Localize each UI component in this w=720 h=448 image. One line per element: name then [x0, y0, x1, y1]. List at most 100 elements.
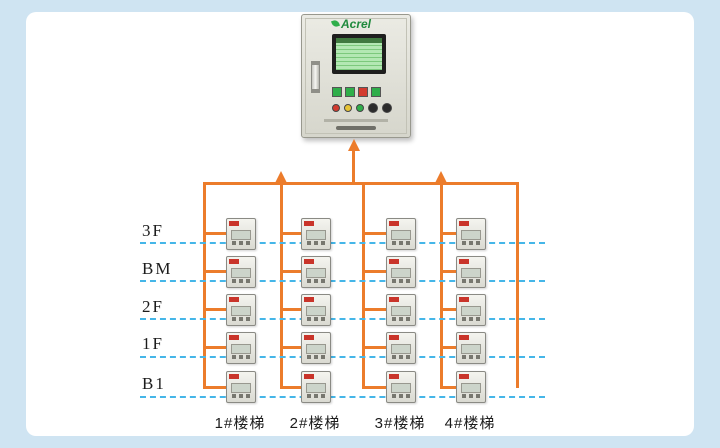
- power-monitor-device: [226, 256, 256, 288]
- device-buttons: [307, 279, 325, 283]
- stair-label-3: 3#楼梯: [374, 415, 426, 432]
- power-monitor-device: [386, 218, 416, 250]
- stub-wire: [440, 232, 456, 235]
- device-buttons: [392, 355, 410, 359]
- power-monitor-device: [386, 294, 416, 326]
- device-display: [231, 344, 251, 354]
- control-knob: [382, 103, 392, 113]
- floor-label-b1: B1: [142, 374, 166, 393]
- device-display: [461, 306, 481, 316]
- device-buttons: [307, 394, 325, 398]
- device-logo: [304, 335, 314, 340]
- terminal-block-row: [332, 87, 381, 97]
- power-monitor-device: [226, 371, 256, 403]
- riser-line-4: [440, 182, 443, 388]
- device-buttons: [232, 317, 250, 321]
- floor-label-2f: 2F: [142, 297, 164, 316]
- power-monitor-device: [301, 256, 331, 288]
- control-knob: [368, 103, 378, 113]
- device-buttons: [392, 317, 410, 321]
- stair-label-4: 4#楼梯: [444, 415, 496, 432]
- bus-up-arrow: [435, 171, 447, 183]
- power-monitor-device: [386, 256, 416, 288]
- stub-wire: [362, 386, 386, 389]
- indicator-red: [332, 104, 340, 112]
- device-buttons: [232, 394, 250, 398]
- indicator-row: [332, 103, 392, 113]
- stub-wire: [280, 232, 301, 235]
- device-display: [461, 268, 481, 278]
- device-display: [461, 230, 481, 240]
- stub-wire: [362, 308, 386, 311]
- device-buttons: [307, 317, 325, 321]
- floor-label-3f: 3F: [142, 221, 164, 240]
- terminal-green: [371, 87, 381, 97]
- device-buttons: [392, 394, 410, 398]
- device-display: [306, 383, 326, 393]
- floor-line: [140, 242, 545, 244]
- stub-wire: [280, 346, 301, 349]
- device-logo: [389, 374, 399, 379]
- power-monitor-device: [386, 371, 416, 403]
- device-display: [391, 344, 411, 354]
- device-logo: [304, 221, 314, 226]
- bus-up-arrow: [275, 171, 287, 183]
- indicator-yellow: [344, 104, 352, 112]
- lcd-display: [336, 38, 382, 70]
- device-display: [306, 230, 326, 240]
- device-buttons: [462, 355, 480, 359]
- stair-label-1: 1#楼梯: [214, 415, 266, 432]
- device-buttons: [462, 317, 480, 321]
- up-arrow-to-cabinet: [348, 139, 360, 151]
- stair-label-2: 2#楼梯: [289, 415, 341, 432]
- floor-line: [140, 318, 545, 320]
- printer-slot: [336, 126, 376, 130]
- device-display: [461, 344, 481, 354]
- stub-wire: [280, 308, 301, 311]
- power-monitor-device: [386, 332, 416, 364]
- cabinet-door-frame: [305, 18, 407, 134]
- device-logo: [389, 297, 399, 302]
- monitor-cabinet: Acrel: [301, 14, 411, 138]
- device-logo: [389, 335, 399, 340]
- device-logo: [304, 259, 314, 264]
- bus-line: [203, 182, 519, 185]
- riser-line-2: [280, 182, 283, 388]
- stub-wire: [440, 346, 456, 349]
- indicator-green: [356, 104, 364, 112]
- power-monitor-device: [456, 294, 486, 326]
- stub-wire: [280, 270, 301, 273]
- device-buttons: [232, 279, 250, 283]
- device-buttons: [307, 355, 325, 359]
- device-logo: [304, 297, 314, 302]
- trunk-wire: [352, 151, 355, 184]
- device-logo: [304, 374, 314, 379]
- power-monitor-device: [301, 218, 331, 250]
- stub-wire: [440, 386, 456, 389]
- floor-label-bm: BM: [142, 259, 173, 278]
- device-display: [306, 268, 326, 278]
- device-logo: [229, 335, 239, 340]
- device-logo: [459, 259, 469, 264]
- device-buttons: [462, 279, 480, 283]
- device-logo: [459, 221, 469, 226]
- device-display: [231, 268, 251, 278]
- cabinet-screen: [332, 34, 386, 74]
- power-monitor-device: [226, 294, 256, 326]
- floor-line: [140, 280, 545, 282]
- power-monitor-device: [456, 371, 486, 403]
- nameplate-text-line: [324, 119, 388, 122]
- device-buttons: [232, 355, 250, 359]
- stub-wire: [440, 270, 456, 273]
- device-logo: [389, 221, 399, 226]
- device-display: [231, 306, 251, 316]
- device-display: [391, 230, 411, 240]
- stub-wire: [203, 308, 226, 311]
- fuse-tube: [311, 61, 320, 93]
- power-monitor-device: [226, 218, 256, 250]
- riser-line-3: [362, 182, 365, 388]
- device-buttons: [392, 241, 410, 245]
- device-logo: [229, 221, 239, 226]
- stub-wire: [203, 346, 226, 349]
